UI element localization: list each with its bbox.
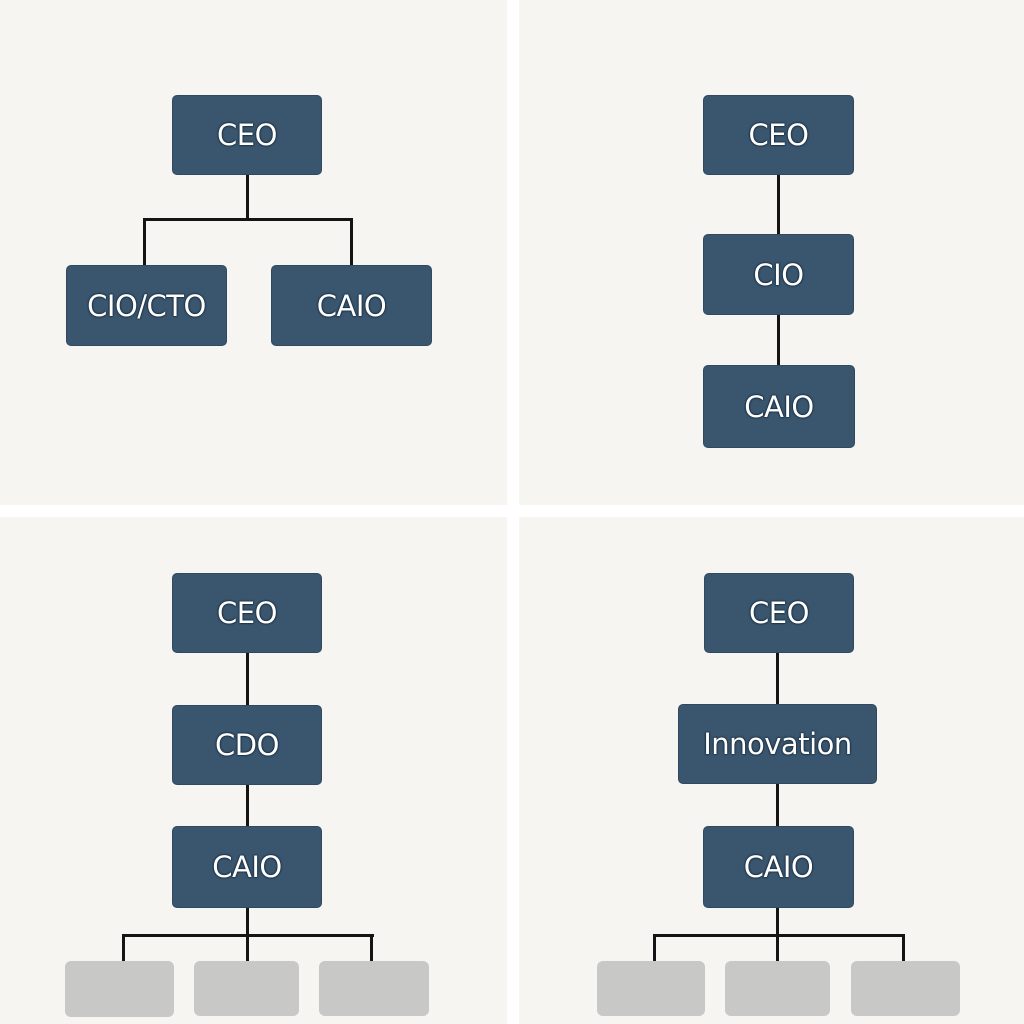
node-label: CEO (749, 596, 809, 630)
connector-ceo-to-cio (777, 174, 780, 235)
connector-ceo-to-innovation (776, 652, 779, 705)
node-caio: CAIO (703, 365, 855, 448)
node-label: CEO (217, 596, 277, 630)
node-label: CDO (215, 728, 279, 762)
panel-ceo-cio-caio-chain: CEO CIO CAIO (519, 0, 1024, 505)
connector-to-team-1 (653, 934, 656, 961)
node-caio: CAIO (271, 265, 432, 346)
placeholder-team-box (851, 961, 960, 1016)
node-ceo: CEO (172, 573, 322, 653)
connector-to-caio (350, 218, 353, 266)
node-ceo: CEO (703, 95, 854, 175)
connector-ceo-to-cdo (246, 652, 249, 706)
connector-cdo-to-caio (246, 784, 249, 827)
node-label: CAIO (212, 850, 282, 884)
panel-ceo-cdo-caio-teams: CEO CDO CAIO (0, 517, 507, 1024)
node-ceo: CEO (172, 95, 322, 175)
node-label: CIO (753, 257, 804, 292)
connector-ceo-down (246, 174, 249, 220)
connector-horizontal (143, 218, 353, 221)
connector-to-team-1 (122, 934, 125, 961)
node-label: CEO (217, 118, 277, 152)
node-cio-cto: CIO/CTO (66, 265, 227, 346)
connector-to-team-2 (776, 934, 779, 961)
connector-innovation-to-caio (776, 783, 779, 827)
connector-caio-down (246, 907, 249, 937)
placeholder-team-box (319, 961, 429, 1016)
node-label: CEO (748, 118, 809, 152)
panel-ceo-split-cio-caio: CEO CIO/CTO CAIO (0, 0, 507, 505)
placeholder-team-box (597, 961, 705, 1016)
node-innovation: Innovation (678, 704, 877, 784)
connector-horizontal (653, 934, 905, 937)
connector-caio-down (776, 907, 779, 937)
node-cdo: CDO (172, 705, 322, 785)
placeholder-team-box (65, 961, 174, 1017)
placeholder-team-box (725, 961, 830, 1016)
node-label: CIO/CTO (87, 288, 206, 323)
connector-cio-to-caio (777, 314, 780, 366)
connector-to-team-3 (370, 934, 373, 961)
node-label: Innovation (703, 727, 852, 761)
panel-ceo-innovation-caio-teams: CEO Innovation CAIO (519, 517, 1024, 1024)
node-label: CAIO (743, 850, 814, 884)
placeholder-team-box (194, 961, 299, 1016)
node-label: CAIO (316, 288, 387, 323)
node-ceo: CEO (704, 573, 854, 653)
connector-to-team-3 (902, 934, 905, 961)
node-caio: CAIO (703, 826, 854, 908)
connector-to-team-2 (246, 934, 249, 961)
node-cio: CIO (703, 234, 854, 315)
node-caio: CAIO (172, 826, 322, 908)
connector-to-cio-cto (143, 218, 146, 266)
node-label: CAIO (744, 389, 814, 424)
